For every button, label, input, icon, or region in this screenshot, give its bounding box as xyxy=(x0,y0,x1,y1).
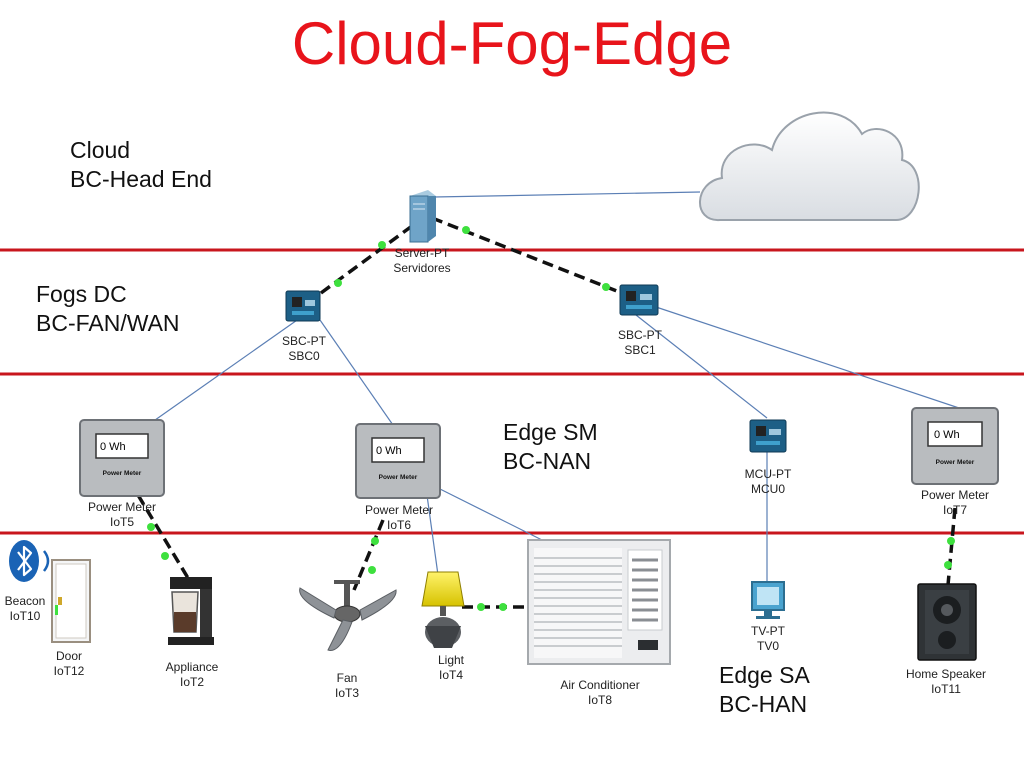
meter-reading: 0 Wh xyxy=(934,429,960,441)
door-icon[interactable] xyxy=(51,559,91,643)
meter-reading: 0 Wh xyxy=(376,445,402,457)
label-sbc0: SBC-PT SBC0 xyxy=(281,334,326,363)
power-meter-iot7-icon[interactable]: 0 Wh Power Meter xyxy=(911,407,999,485)
label-mcu0: MCU-PT MCU0 xyxy=(744,467,792,496)
tier-label-cloud: Cloud BC-Head End xyxy=(70,137,212,192)
link-status-dots xyxy=(147,226,955,611)
meter-reading: 0 Wh xyxy=(100,441,126,453)
link-iot6-iot3 xyxy=(352,519,385,591)
mcu0-board-icon[interactable] xyxy=(749,419,787,453)
link-sbc1-mcu0 xyxy=(635,314,768,419)
server-icon[interactable] xyxy=(409,190,436,243)
link-iot7-iot11 xyxy=(946,507,957,586)
label-iot2: Appliance IoT2 xyxy=(165,660,219,689)
air-conditioner-icon[interactable] xyxy=(527,539,671,665)
meter-brand: Power Meter xyxy=(379,474,418,481)
label-iot7: Power Meter IoT7 xyxy=(920,488,990,517)
label-sbc1: SBC-PT SBC1 xyxy=(617,328,662,357)
tier-label-fog: Fogs DC BC-FAN/WAN xyxy=(36,281,180,336)
tier-label-edge-sa: Edge SA BC-HAN xyxy=(719,662,810,717)
link-server-sbc0 xyxy=(304,224,414,306)
label-iot6: Power Meter IoT6 xyxy=(364,503,434,532)
cloud-icon xyxy=(699,111,920,222)
coffee-maker-icon[interactable] xyxy=(168,577,214,645)
label-iot8: Air Conditioner IoT8 xyxy=(560,678,640,707)
tier-label-edge-sm: Edge SM BC-NAN xyxy=(503,419,598,474)
sbc1-board-icon[interactable] xyxy=(619,284,659,316)
label-iot4: Light IoT4 xyxy=(437,653,465,682)
ceiling-fan-icon[interactable] xyxy=(299,580,397,651)
meter-brand: Power Meter xyxy=(103,470,142,477)
label-iot10: Beacon IoT10 xyxy=(4,594,46,623)
link-iot6-iot4 xyxy=(425,487,439,576)
sbc0-board-icon[interactable] xyxy=(285,290,321,322)
link-server-cloud xyxy=(433,191,701,198)
label-server: Server-PT Servidores xyxy=(393,246,451,275)
bluetooth-icon[interactable] xyxy=(9,540,50,582)
label-iot5: Power Meter IoT5 xyxy=(87,500,157,529)
label-iot11: Home Speaker IoT11 xyxy=(905,667,987,696)
tv-icon[interactable] xyxy=(751,581,785,619)
label-iot12: Door IoT12 xyxy=(53,649,85,678)
speaker-icon[interactable] xyxy=(917,583,977,661)
power-meter-iot6-icon[interactable]: 0 Wh Power Meter xyxy=(355,423,441,499)
power-meter-iot5-icon[interactable]: 0 Wh Power Meter xyxy=(79,419,165,497)
link-sbc1-iot7 xyxy=(649,304,966,411)
meter-brand: Power Meter xyxy=(936,459,975,466)
label-iot3: Fan IoT3 xyxy=(334,671,359,700)
label-tv0: TV-PT TV0 xyxy=(750,624,785,653)
diagram-title: Cloud-Fog-Edge xyxy=(291,10,733,77)
wireless-links xyxy=(147,191,966,585)
lamp-icon[interactable] xyxy=(421,571,465,648)
link-sbc0-iot6 xyxy=(319,319,403,439)
link-sbc0-iot5 xyxy=(147,317,301,426)
